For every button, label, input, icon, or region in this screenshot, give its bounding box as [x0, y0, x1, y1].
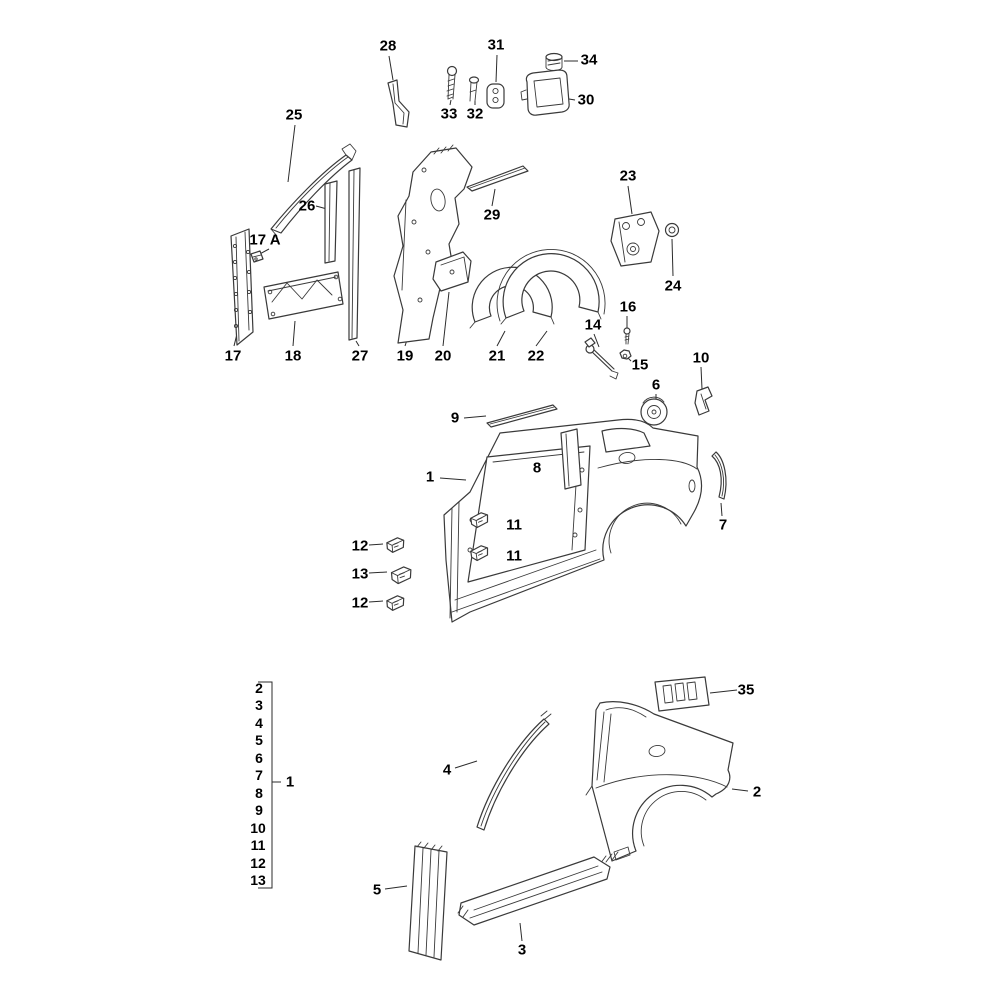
part-19-b-pillar-panel	[394, 145, 472, 343]
callout-12-upper: 12	[351, 537, 369, 555]
callout-22: 22	[527, 347, 545, 365]
callout-19: 19	[396, 347, 414, 365]
part-2-quarter-panel	[586, 702, 733, 864]
part-28-bracket	[388, 80, 409, 127]
part-7-corner-strip	[712, 452, 726, 499]
callout-5: 5	[372, 881, 382, 899]
part-3-sill-panel	[458, 857, 610, 925]
callout-10: 10	[692, 349, 710, 367]
callout-13: 13	[351, 565, 369, 583]
callout-33: 33	[440, 105, 458, 123]
part-26-strip	[325, 181, 337, 263]
callout-25: 25	[285, 106, 303, 124]
callout-17a: 17 A	[249, 231, 281, 249]
list-item-12: 12	[250, 855, 266, 871]
part-14-stay-rod	[585, 338, 618, 379]
callout-1-body: 1	[425, 468, 435, 486]
callout-6: 6	[651, 376, 661, 394]
part-12-clip-upper	[385, 536, 406, 554]
part-4-window-frame-strip	[477, 711, 551, 830]
callout-8: 8	[532, 459, 542, 477]
part-23-lock-plate	[611, 212, 659, 266]
list-item-7: 7	[255, 767, 263, 783]
part-12-clip-lower	[385, 594, 406, 612]
callout-11-lower: 11	[506, 547, 522, 565]
part-10-bracket	[695, 387, 712, 415]
parts-list-bracket	[258, 682, 281, 888]
list-item-2: 2	[255, 680, 263, 696]
list-item-8: 8	[255, 785, 263, 801]
callout-32: 32	[466, 105, 484, 123]
part-13-clip	[390, 565, 413, 585]
list-item-13: 13	[250, 872, 266, 888]
part-27-strip	[349, 168, 360, 340]
part-25-a-pillar-frame	[271, 144, 356, 236]
callout-4: 4	[442, 761, 452, 779]
part-33-bolt	[447, 67, 457, 100]
part-34-grommet	[546, 54, 562, 71]
part-29-sill-strip	[467, 166, 528, 191]
list-item-5: 5	[255, 732, 263, 748]
callout-29: 29	[483, 206, 501, 224]
list-item-4: 4	[255, 715, 263, 731]
callout-18: 18	[284, 347, 302, 365]
callout-26: 26	[298, 197, 316, 215]
callout-1-list: 1	[285, 773, 295, 791]
callout-27: 27	[351, 347, 369, 365]
callout-21: 21	[488, 347, 506, 365]
part-22-outer-wheel-arch	[497, 249, 605, 324]
callout-24: 24	[664, 277, 682, 295]
callout-31: 31	[487, 36, 505, 54]
callout-14: 14	[584, 316, 602, 334]
callout-30: 30	[577, 91, 595, 109]
list-item-6: 6	[255, 750, 263, 766]
part-20-bracket	[433, 252, 471, 291]
list-item-3: 3	[255, 697, 263, 713]
part-17-reinforcement-plate	[231, 229, 253, 345]
callout-34: 34	[580, 51, 598, 69]
callout-2-panel: 2	[752, 783, 762, 801]
part-9-roof-strip	[487, 405, 557, 427]
part-21-inner-wheel-arch	[470, 267, 554, 328]
callout-35: 35	[737, 681, 755, 699]
callout-3: 3	[517, 941, 527, 959]
part-6-lamp-pod	[641, 397, 667, 425]
callout-23: 23	[619, 167, 637, 185]
callout-7: 7	[718, 516, 728, 534]
callout-11-upper: 11	[506, 516, 522, 534]
callout-9: 9	[450, 409, 460, 427]
callout-12-lower: 12	[351, 594, 369, 612]
callout-16: 16	[619, 298, 637, 316]
list-item-9: 9	[255, 802, 263, 818]
list-item-11: 11	[250, 837, 266, 853]
part-18-bracing-plate	[264, 272, 343, 319]
part-17a-clip	[251, 251, 263, 262]
part-16-screw	[624, 328, 630, 344]
part-15-nut	[620, 350, 631, 359]
part-35-vent-grille	[655, 677, 709, 711]
part-32-spacer	[470, 77, 479, 101]
callout-15: 15	[631, 356, 649, 374]
callout-28: 28	[379, 37, 397, 55]
part-31-plate	[487, 84, 504, 108]
callout-17: 17	[224, 347, 242, 365]
part-30-fuel-flap	[521, 70, 569, 115]
callout-20: 20	[434, 347, 452, 365]
part-24-grommet	[666, 224, 679, 237]
part-5-lock-pillar	[409, 842, 447, 960]
part-8-pillar-trim	[561, 429, 581, 489]
list-item-10: 10	[250, 820, 266, 836]
